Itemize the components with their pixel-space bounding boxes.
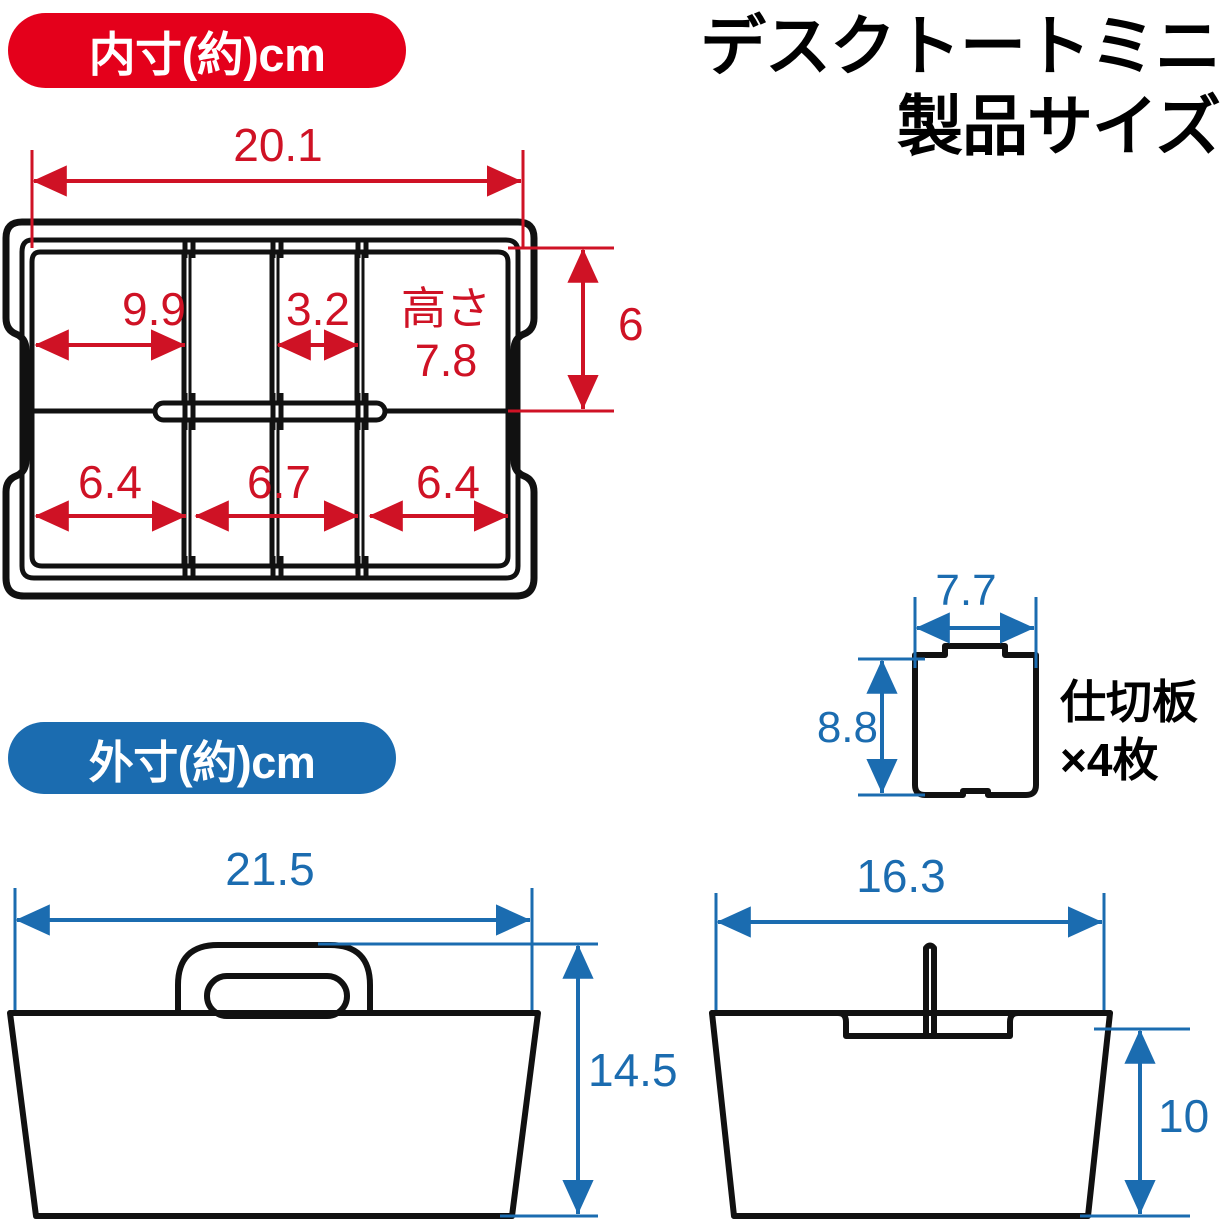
dimension-label-width-inner: 20.1 xyxy=(233,119,323,171)
dimension-label-lower-right-width: 6.4 xyxy=(416,456,480,508)
divider-plate-note: 仕切板 ×4枚 xyxy=(1060,673,1220,789)
dimension-label-lower-center-width: 6.7 xyxy=(247,456,311,508)
dimension-label-outer-width: 21.5 xyxy=(225,843,315,895)
top-view-box-outline xyxy=(2,218,538,600)
front-view-shape xyxy=(7,942,541,1219)
inner-dimensions-badge: 内寸(約)cm xyxy=(8,13,406,88)
divider-plate-shape xyxy=(912,643,1039,798)
dimension-label-inner-height-word: 高さ xyxy=(400,283,491,334)
page-title-line1: デスクトートミニ xyxy=(700,9,1220,83)
divider-plate-note-line2: ×4枚 xyxy=(1060,734,1159,786)
dimension-label-outer-height: 14.5 xyxy=(588,1044,678,1096)
dimension-label-inner-height: 高さ 7.8 xyxy=(372,283,520,387)
dimension-label-upper-left-width: 9.9 xyxy=(122,283,186,335)
dimension-label-divider-height: 8.8 xyxy=(816,703,878,752)
front-view-dimension-lines xyxy=(13,888,598,1218)
divider-plate-note-line1: 仕切板 xyxy=(1060,676,1198,728)
dimension-label-outer-depth: 16.3 xyxy=(856,850,946,902)
dimension-label-divider-width: 7.7 xyxy=(935,566,997,615)
side-view-dimension-lines xyxy=(714,893,1190,1218)
dimension-label-body-height: 10 xyxy=(1158,1090,1210,1142)
page-title: デスクトートミニ 製品サイズ xyxy=(636,6,1220,166)
outer-dimensions-badge: 外寸(約)cm xyxy=(8,722,396,794)
side-view-shape xyxy=(709,942,1113,1219)
divider-plate-dimension-lines xyxy=(858,597,1038,797)
dimension-label-inner-depth: 6 xyxy=(618,298,644,350)
page-title-line2: 製品サイズ xyxy=(896,89,1220,163)
dimension-label-upper-center-width: 3.2 xyxy=(286,283,350,335)
dimension-label-lower-left-width: 6.4 xyxy=(78,456,142,508)
dimension-label-inner-height-value: 7.8 xyxy=(414,335,478,386)
